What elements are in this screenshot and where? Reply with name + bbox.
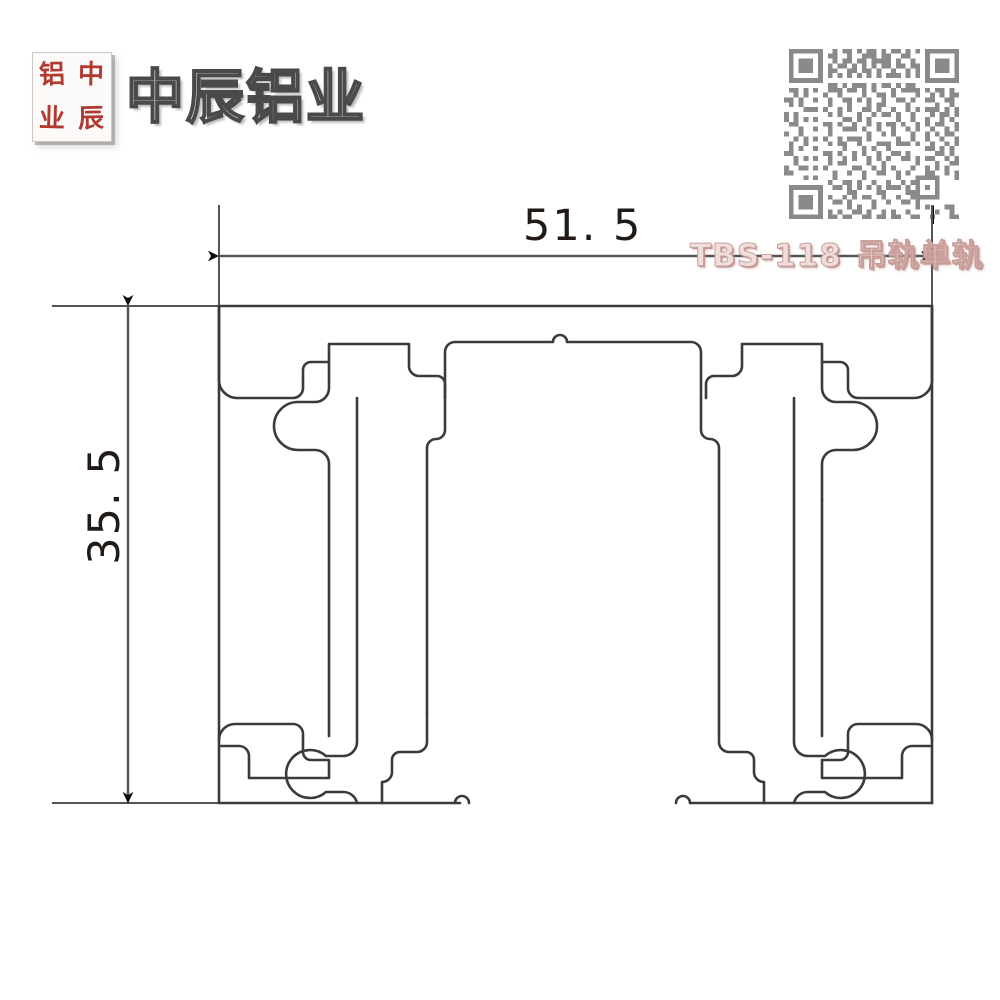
company-name: 中辰铝业	[125, 63, 367, 131]
qr-code[interactable]	[784, 44, 964, 224]
part-designation-label: TBS-118 吊轨单轨	[690, 230, 984, 275]
brand-block: 铝 中 业 辰 中辰铝业	[32, 52, 366, 142]
part-code: TBS-118	[690, 238, 842, 275]
part-name-cn: 吊轨单轨	[855, 238, 984, 275]
aluminium-profile-outline	[217, 304, 934, 805]
height-dimension-label: 35. 5	[80, 445, 130, 565]
company-seal: 铝 中 业 辰	[32, 52, 112, 142]
width-dimension-label: 51. 5	[523, 201, 643, 251]
extension-lines	[52, 205, 933, 804]
